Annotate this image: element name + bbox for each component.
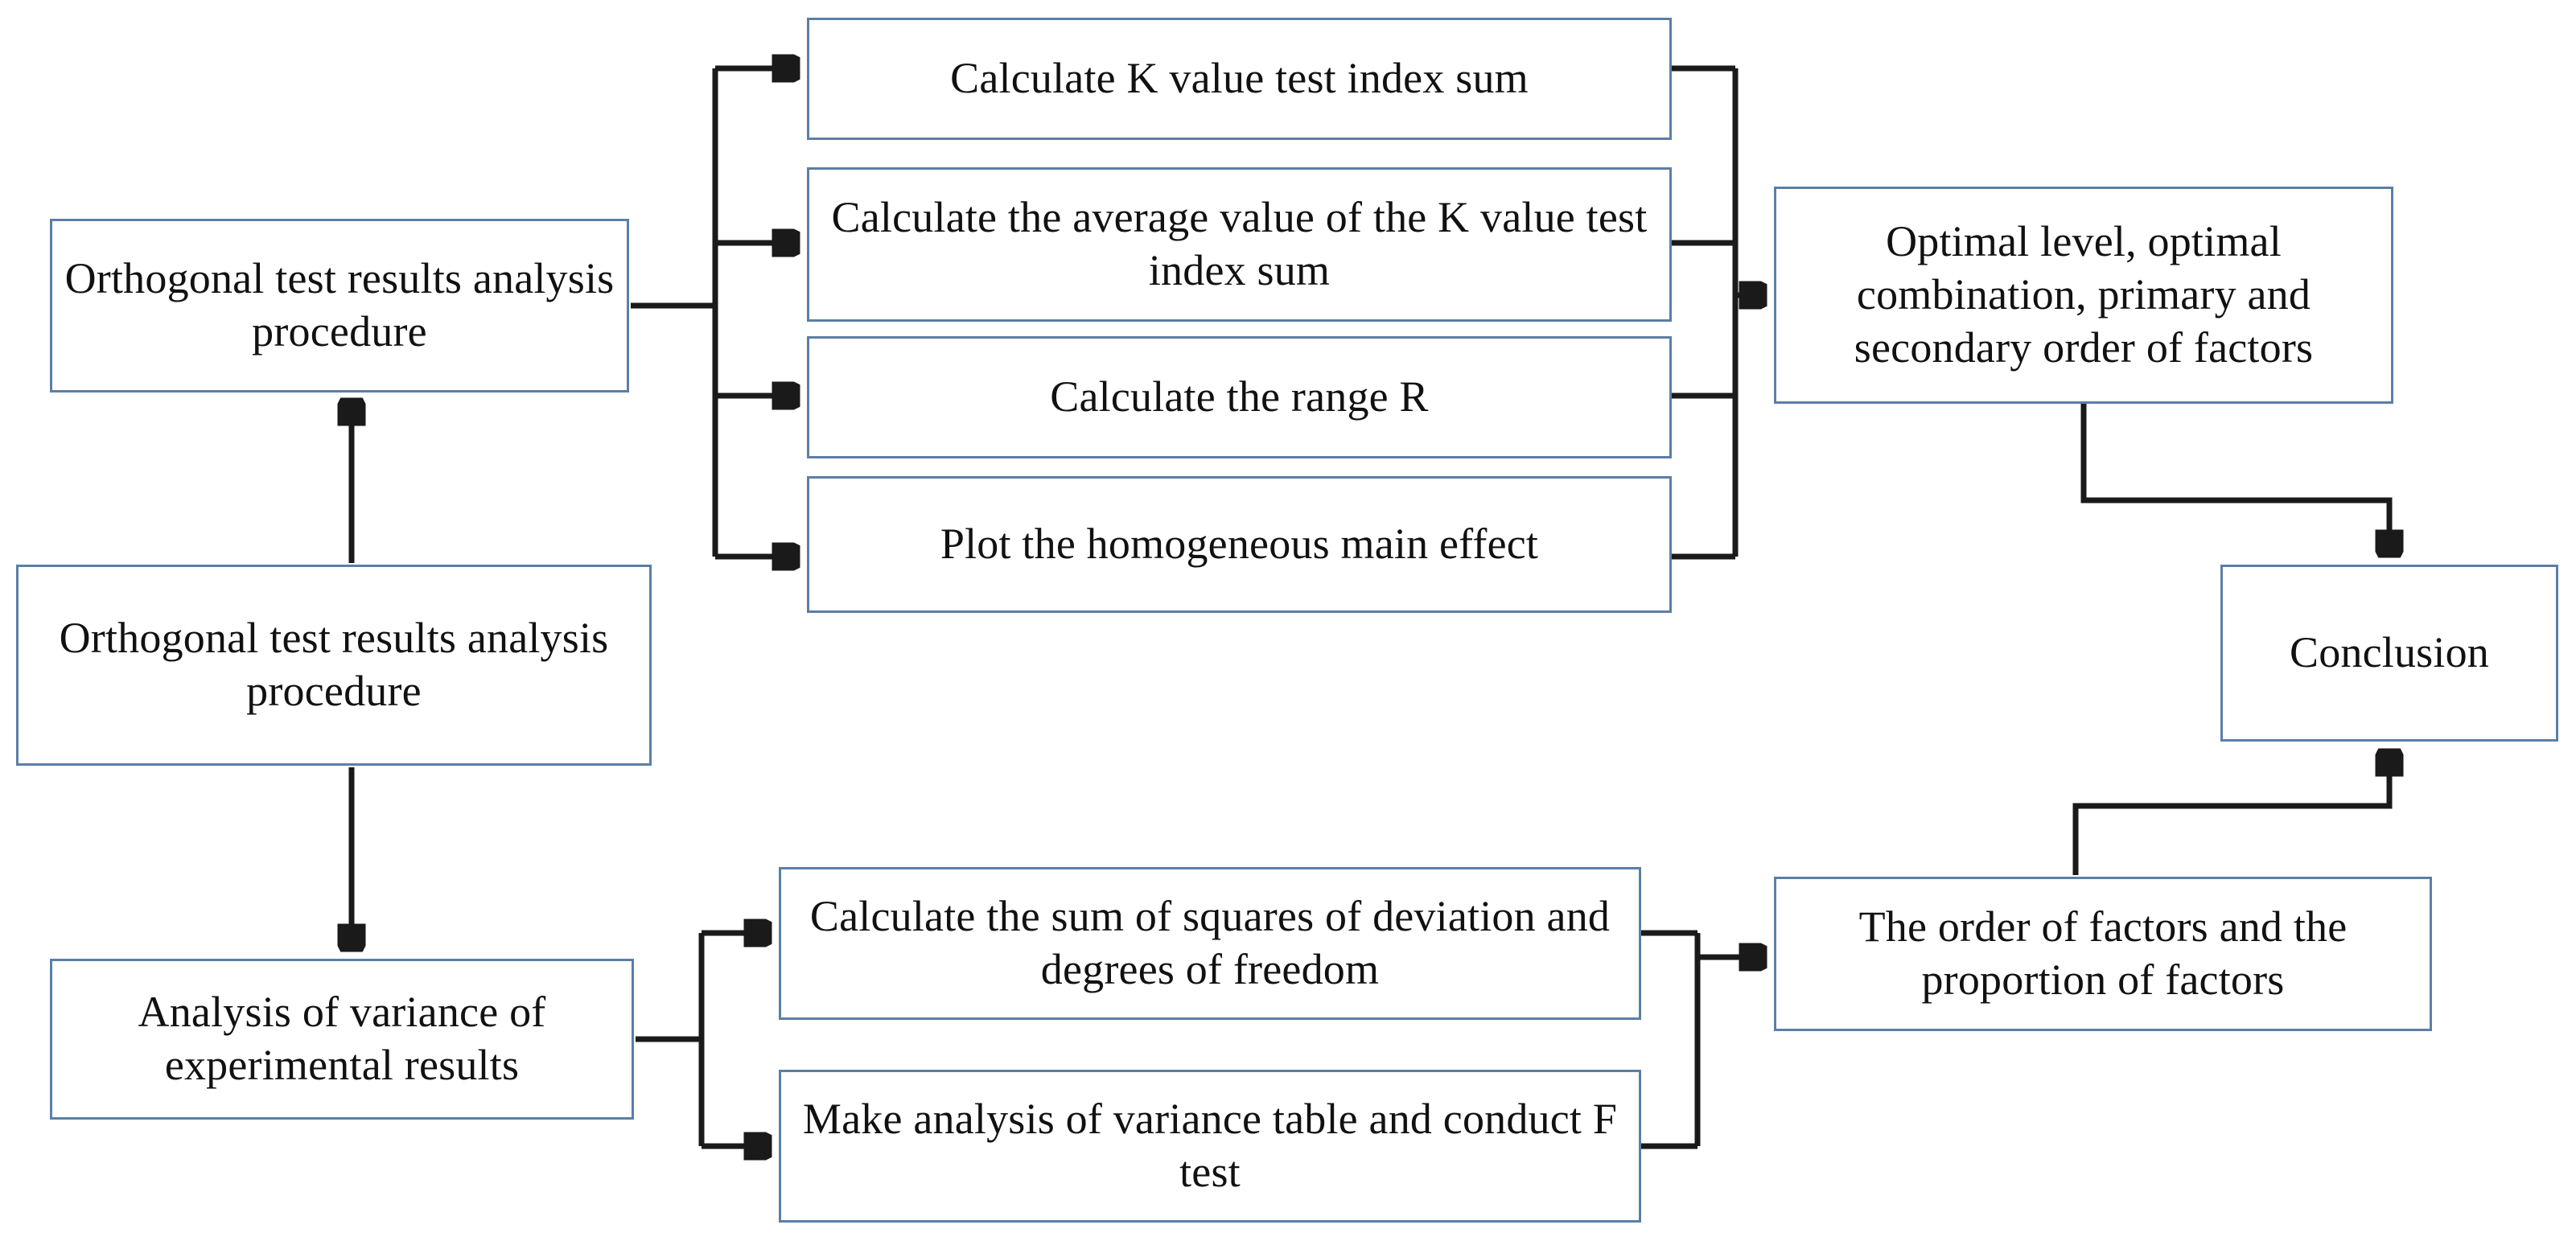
node-conclusion[interactable]: Conclusion — [2220, 565, 2558, 742]
node-orthogonal-procedure-bottom[interactable]: Orthogonal test results analysis procedu… — [16, 565, 652, 766]
node-label: Analysis of variance of experimental res… — [138, 988, 546, 1089]
node-label: The order of factors and the proportion … — [1858, 902, 2348, 1004]
node-calc-average-k[interactable]: Calculate the average value of the K val… — [807, 167, 1672, 322]
node-label: Optimal level, optimal combination, prim… — [1854, 217, 2314, 372]
node-anova-experimental[interactable]: Analysis of variance of experimental res… — [50, 959, 634, 1120]
node-calc-sum-squares[interactable]: Calculate the sum of squares of deviatio… — [779, 867, 1641, 1020]
node-label: Plot the homogeneous main effect — [940, 520, 1539, 569]
node-label: Make analysis of variance table and cond… — [802, 1095, 1618, 1196]
node-calc-range-r[interactable]: Calculate the range R — [807, 336, 1672, 458]
node-label: Orthogonal test results analysis procedu… — [64, 254, 615, 356]
node-make-anova-table[interactable]: Make analysis of variance table and cond… — [779, 1070, 1641, 1223]
node-optimal-level[interactable]: Optimal level, optimal combination, prim… — [1774, 187, 2393, 404]
edge-optimal-level-to-conclusion — [2080, 404, 2389, 555]
node-order-proportion[interactable]: The order of factors and the proportion … — [1774, 877, 2432, 1031]
node-label: Calculate the range R — [1050, 372, 1429, 421]
node-orthogonal-procedure-top[interactable]: Orthogonal test results analysis procedu… — [50, 219, 629, 393]
node-label: Calculate the sum of squares of deviatio… — [809, 892, 1611, 993]
node-plot-main-effect[interactable]: Plot the homogeneous main effect — [807, 476, 1672, 613]
node-label: Calculate K value test index sum — [950, 54, 1529, 103]
node-label: Orthogonal test results analysis procedu… — [59, 614, 609, 715]
edge-order-proportion-to-conclusion — [2072, 751, 2389, 875]
node-calc-k-sum[interactable]: Calculate K value test index sum — [807, 18, 1672, 140]
node-label: Conclusion — [2289, 628, 2489, 677]
node-label: Calculate the average value of the K val… — [831, 193, 1648, 294]
